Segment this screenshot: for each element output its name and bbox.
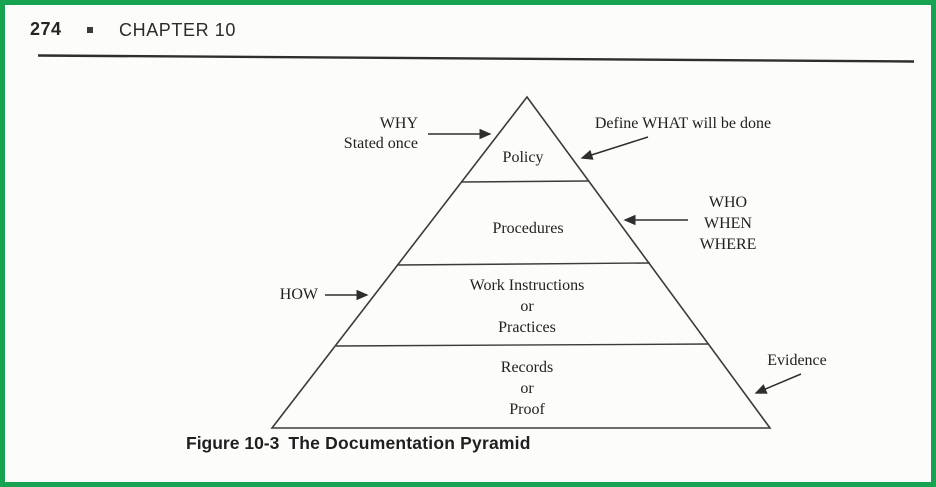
divider-workinstructions-records <box>335 343 710 347</box>
figure-caption: Figure 10-3 The Documentation Pyramid <box>186 433 531 454</box>
pyramid-level-label: Practices <box>498 319 556 336</box>
annotation-line: WHO <box>708 194 748 211</box>
annotation-line: WHERE <box>699 236 757 253</box>
evidence-arrow <box>754 373 802 394</box>
header-rule <box>37 54 915 63</box>
pyramid-level-label: Procedures <box>492 220 564 237</box>
annotation-evidence: Evidence <box>767 352 827 369</box>
chapter-heading: CHAPTER 10 <box>119 20 237 40</box>
pyramid-level-label: Proof <box>509 401 545 418</box>
page-number: 274 <box>30 19 62 39</box>
annotation-define-what: Define WHAT will be done <box>594 115 772 132</box>
annotation-line: WHY <box>379 115 418 132</box>
figure-caption-label: Figure 10-3 <box>186 433 280 453</box>
pyramid-level-label: Records <box>500 359 554 376</box>
annotation-line: Stated once <box>343 135 418 152</box>
annotation-how: HOW <box>279 286 318 303</box>
figure-caption-title: The Documentation Pyramid <box>288 433 531 453</box>
divider-procedures-workinstructions <box>397 262 651 266</box>
annotation-why: WHY Stated once <box>344 114 418 154</box>
pyramid-level-label: Work Instructions <box>469 277 585 294</box>
annotation-line: WHEN <box>704 215 752 232</box>
define-what-arrow <box>580 136 649 160</box>
pyramid-level-label: or <box>520 380 534 397</box>
pyramid-level-label: or <box>520 298 534 315</box>
divider-policy-procedures <box>461 180 589 183</box>
pyramid-level-policy: Policy <box>503 148 544 168</box>
pyramid-level-records: Records or Proof <box>501 357 553 420</box>
pyramid-level-work-instructions: Work Instructions or Practices <box>470 275 585 338</box>
pyramid-level-procedures: Procedures <box>492 219 563 239</box>
annotation-who-when-where: WHO WHEN WHERE <box>700 192 757 255</box>
square-bullet-icon <box>87 27 93 33</box>
pyramid-level-label: Policy <box>502 149 544 166</box>
